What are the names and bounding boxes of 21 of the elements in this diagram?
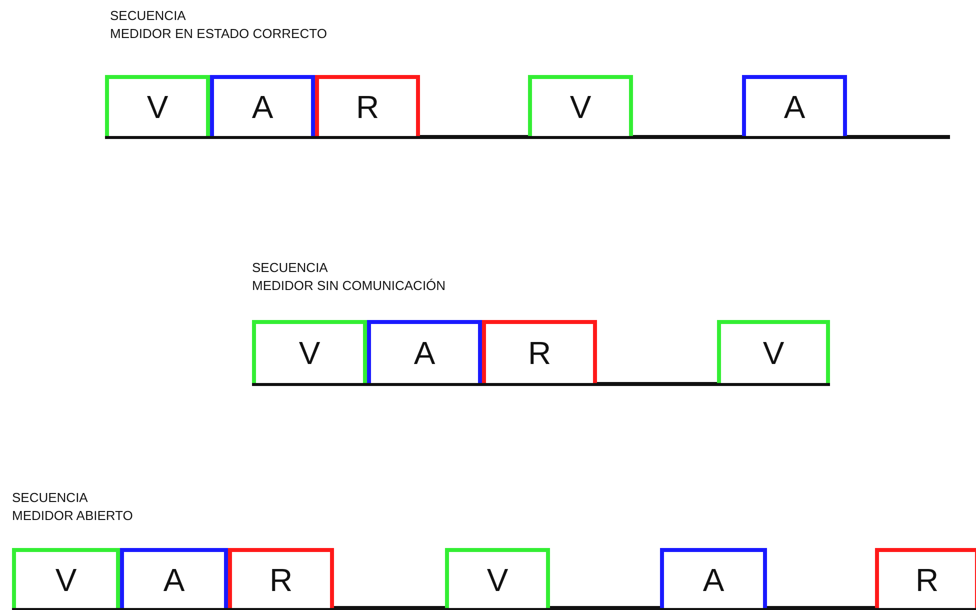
signal-box: A: [742, 75, 847, 136]
signal-box: R: [315, 75, 420, 136]
sequence-heading: SECUENCIA: [252, 260, 328, 275]
sequence-heading: SECUENCIA: [110, 8, 186, 23]
sequence-heading: MEDIDOR ABIERTO: [12, 508, 133, 523]
signal-box: A: [210, 75, 315, 136]
sequence-heading: SECUENCIA: [12, 490, 88, 505]
signal-box: V: [717, 320, 830, 383]
signal-box: A: [120, 548, 228, 608]
signal-box: V: [445, 548, 550, 608]
sequence-heading: MEDIDOR SIN COMUNICACIÓN: [252, 278, 446, 293]
signal-box: R: [482, 320, 597, 383]
signal-box: V: [105, 75, 210, 136]
signal-box: V: [12, 548, 120, 608]
sequence-heading: MEDIDOR EN ESTADO CORRECTO: [110, 26, 327, 41]
signal-box: R: [228, 548, 334, 608]
signal-box: R: [875, 548, 976, 608]
signal-box: A: [660, 548, 767, 608]
signal-box: A: [367, 320, 482, 383]
signal-box: V: [528, 75, 633, 136]
signal-box: V: [252, 320, 367, 383]
